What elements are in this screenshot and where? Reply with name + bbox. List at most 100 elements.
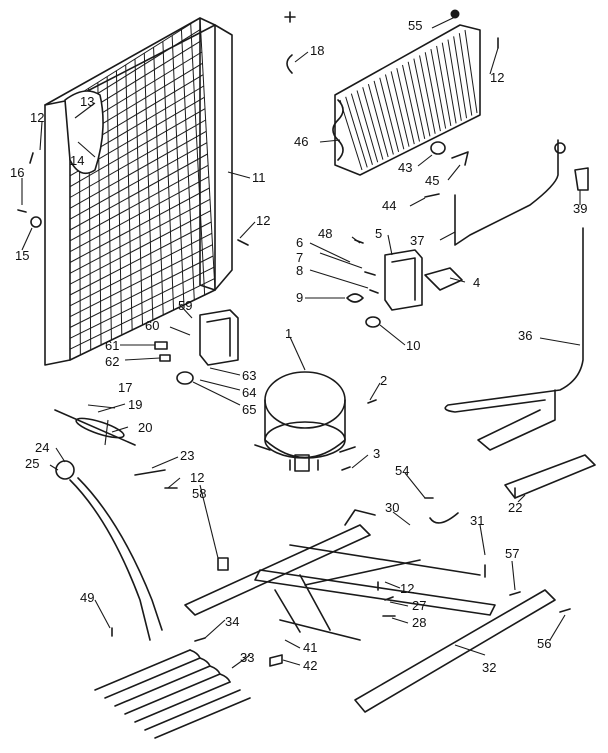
coil-wire-line — [69, 266, 214, 339]
callout-54: 54 — [395, 463, 409, 478]
callout-15: 15 — [15, 248, 29, 263]
callout-63: 63 — [242, 368, 256, 383]
callout-5: 5 — [375, 226, 382, 241]
callout-17: 17 — [118, 380, 132, 395]
capillary-tubing — [444, 139, 589, 451]
callout-19: 19 — [128, 397, 142, 412]
coil-wire-line — [69, 142, 208, 220]
callout-31: 31 — [470, 513, 484, 528]
evaporator-fin-line — [379, 77, 400, 152]
callout-62: 62 — [105, 354, 119, 369]
callout-34: 34 — [225, 614, 239, 629]
coil-wire-line — [69, 119, 206, 198]
coil-wire-line — [69, 17, 201, 101]
callout-18: 18 — [310, 43, 324, 58]
evaporator-fin-line — [464, 29, 478, 114]
defrost-heater — [94, 649, 251, 739]
coil-wire-line — [69, 289, 216, 361]
evaporator-fin-line — [453, 36, 468, 119]
evaporator-fin-line — [441, 42, 457, 124]
callout-12-e: 12 — [400, 581, 414, 596]
coil-wire-line — [69, 176, 209, 253]
callout-9: 9 — [296, 290, 303, 305]
callout-12-c: 12 — [490, 70, 504, 85]
coil-wire-line — [69, 108, 206, 188]
callout-61: 61 — [105, 338, 119, 353]
callout-41: 41 — [303, 640, 317, 655]
evaporator-fin-line — [356, 90, 379, 163]
callout-37: 37 — [410, 233, 424, 248]
callout-11: 11 — [252, 170, 266, 185]
drain-pan-bracket — [504, 454, 596, 499]
evaporator-fin-line — [424, 52, 441, 132]
compressor — [254, 371, 356, 472]
coil-wire-line — [69, 164, 209, 242]
evaporator-fin-line — [367, 83, 389, 158]
callout-46: 46 — [294, 134, 308, 149]
callout-45: 45 — [425, 173, 439, 188]
callout-4: 4 — [473, 275, 480, 290]
leader-lines — [21, 16, 581, 669]
evaporator-fin-line — [447, 39, 462, 121]
callout-23: 23 — [180, 448, 194, 463]
coil-wire-line — [69, 210, 211, 285]
evaporator-fin-line — [350, 93, 373, 165]
callout-14: 14 — [70, 153, 84, 168]
evaporator-fin-line — [396, 68, 415, 145]
callout-36: 36 — [518, 328, 532, 343]
coil-wire-line — [69, 187, 210, 263]
callout-2: 2 — [380, 373, 387, 388]
callout-labels: 1 2 3 4 5 6 7 8 9 10 11 12 12 12 12 12 1… — [10, 18, 587, 675]
coil-wire-line — [69, 153, 208, 231]
callout-49: 49 — [80, 590, 94, 605]
base-frame — [184, 509, 556, 713]
coil-wire-line — [69, 221, 212, 296]
callout-13: 13 — [80, 94, 94, 109]
callout-65: 65 — [242, 402, 256, 417]
callout-22: 22 — [508, 500, 522, 515]
callout-60: 60 — [145, 318, 159, 333]
callout-64: 64 — [242, 385, 256, 400]
coil-wire-line — [69, 244, 213, 318]
evaporator-fin-line — [384, 74, 405, 150]
callout-58: 58 — [192, 486, 206, 501]
callout-24: 24 — [35, 440, 49, 455]
callout-12-d: 12 — [190, 470, 204, 485]
callout-8: 8 — [296, 263, 303, 278]
callout-25: 25 — [25, 456, 39, 471]
callout-33: 33 — [240, 650, 254, 665]
coil-wire-line — [69, 278, 215, 350]
coil-wire-line — [69, 198, 211, 274]
callout-56: 56 — [537, 636, 551, 651]
callout-3: 3 — [373, 446, 380, 461]
evaporator-coil — [332, 9, 481, 176]
evaporator-fin-line — [373, 80, 394, 155]
callout-10: 10 — [406, 338, 420, 353]
callout-32: 32 — [482, 660, 496, 675]
callout-7: 7 — [296, 250, 303, 265]
evaporator-fin-line — [430, 48, 447, 129]
evaporator-fin-line — [402, 64, 420, 142]
evaporator-fin-line — [436, 45, 452, 127]
relay-bracket-right — [384, 249, 463, 311]
evaporator-fin-line — [419, 55, 436, 134]
callout-12-b: 12 — [256, 213, 270, 228]
callout-6: 6 — [296, 235, 303, 250]
callout-42: 42 — [303, 658, 317, 673]
callout-16: 16 — [10, 165, 24, 180]
callout-48: 48 — [318, 226, 332, 241]
callout-57: 57 — [505, 546, 519, 561]
evaporator-fin-line — [390, 71, 410, 147]
callout-30: 30 — [385, 500, 399, 515]
callout-59: 59 — [178, 298, 192, 313]
callout-43: 43 — [398, 160, 412, 175]
evaporator-fin-line — [362, 87, 384, 160]
evaporator-fin-line — [458, 33, 473, 116]
condenser-coil — [44, 17, 233, 366]
callout-27: 27 — [412, 598, 426, 613]
callout-20: 20 — [138, 420, 152, 435]
evaporator-fin-line — [345, 96, 368, 168]
callout-55: 55 — [408, 18, 422, 33]
callout-39: 39 — [573, 201, 587, 216]
coil-wire-line — [69, 130, 207, 209]
